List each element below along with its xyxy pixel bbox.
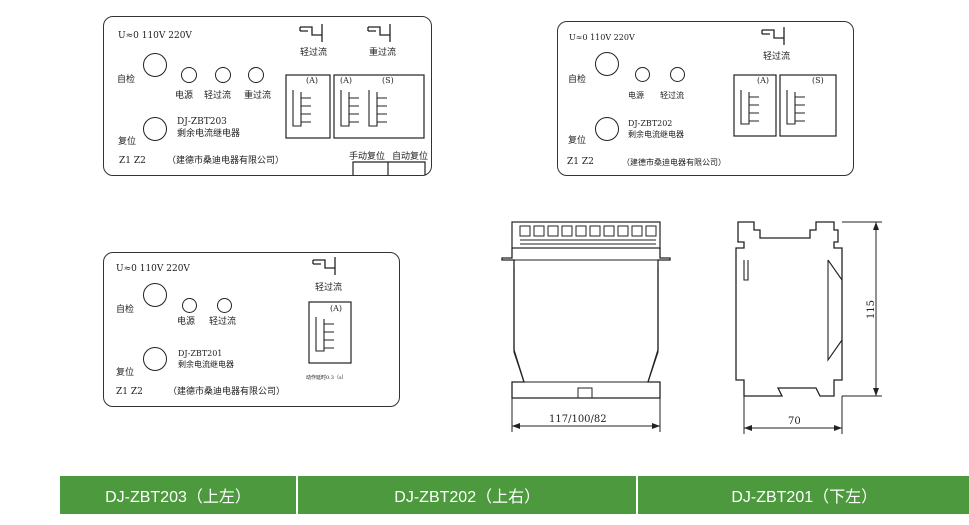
led-light-overcurrent [215,67,231,83]
reset-label: 复位 [118,137,137,147]
switch-heavy-icon[interactable] [366,22,396,46]
dip-switch-a-icon[interactable] [285,74,331,140]
delay-note: 动作延时0.3（s） [306,375,347,381]
led-label-heavy: 重过流 [244,91,272,101]
terminals-label: Z1 Z2 [119,156,146,166]
panel-zbt202 [557,21,854,176]
reset-button[interactable] [143,347,167,371]
self-test-label: 自检 [116,305,135,315]
switch-light-icon[interactable] [311,255,341,279]
panel-zbt201 [103,252,400,407]
reset-button[interactable] [595,117,619,141]
led-power [181,67,197,83]
dip-s-label: (S) [812,76,824,85]
desc-label: 剩余电流继电器 [628,130,684,139]
desc-label: 剩余电流继电器 [178,360,234,369]
dip-a-label: (A) [330,304,343,313]
led-label-light: 轻过流 [204,91,232,101]
led-light-overcurrent [217,298,232,313]
manual-reset-label: 手动复位 [349,152,386,162]
led-power [182,298,197,313]
switch-light-label: 轻过流 [300,48,328,58]
terminals-label: Z1 Z2 [116,387,143,397]
dip-s-label: (S) [382,76,394,85]
dip-a-label: (A) [757,76,770,85]
dip-switch-a-icon[interactable] [733,74,777,138]
side-view-drawing [735,221,882,434]
reset-mode-switch-icon[interactable] [352,161,428,175]
led-label-power: 电源 [628,91,644,100]
switch-light-icon[interactable] [760,25,790,49]
footer-cell-zbt203: DJ-ZBT203（上左） [60,476,298,514]
switch-light-label: 轻过流 [763,52,791,62]
footer-cell-zbt201: DJ-ZBT201（下左） [731,489,878,506]
reset-label: 复位 [568,136,587,146]
led-power [635,67,650,82]
model-label: DJ-ZBT203 [177,117,227,127]
self-test-label: 自检 [568,75,587,85]
switch-light-label: 轻过流 [315,283,343,293]
dip-switch-a-icon[interactable] [308,301,352,365]
depth-dimension: 70 [788,416,801,427]
footer-cell-zbt202: DJ-ZBT202（上右） [298,476,639,514]
led-heavy-overcurrent [248,67,264,83]
voltage-label: U≈0 110V 220V [116,264,190,274]
model-label: DJ-ZBT201 [178,349,223,358]
model-label: DJ-ZBT202 [628,119,673,128]
self-test-button[interactable] [143,283,167,307]
self-test-label: 自检 [117,75,136,85]
led-light-overcurrent [670,67,685,82]
dip-switch-as-icon[interactable] [333,74,425,140]
reset-label: 复位 [116,368,135,378]
auto-reset-label: 自动复位 [392,152,429,162]
voltage-label: U≈0 110V 220V [118,31,192,41]
led-label-light: 轻过流 [660,91,684,100]
desc-label: 剩余电流继电器 [177,129,241,139]
led-label-power: 电源 [175,91,194,101]
company-label: （建德市桑迪电器有限公司） [622,158,726,167]
voltage-label: U≈0 110V 220V [569,33,635,42]
dip-a-label: (A) [306,76,319,85]
company-label: （建德市桑迪电器有限公司） [168,387,286,397]
dip-switch-s-icon[interactable] [779,74,837,138]
led-label-light: 轻过流 [209,317,237,327]
terminals-label: Z1 Z2 [567,157,594,167]
company-label: （建德市桑迪电器有限公司） [167,156,285,166]
front-view-drawing [501,221,671,432]
switch-light-icon[interactable] [298,22,328,46]
height-dimension: 115 [866,299,878,320]
self-test-button[interactable] [595,52,619,76]
led-label-power: 电源 [177,317,196,327]
dip-a2-label: (A) [340,76,353,85]
self-test-button[interactable] [143,53,167,77]
reset-button[interactable] [143,117,167,141]
front-width-dimension: 117/100/82 [549,414,607,425]
switch-heavy-label: 重过流 [369,48,397,58]
model-footer-bar: DJ-ZBT203（上左） DJ-ZBT202（上右） DJ-ZBT201（下左… [60,476,969,514]
